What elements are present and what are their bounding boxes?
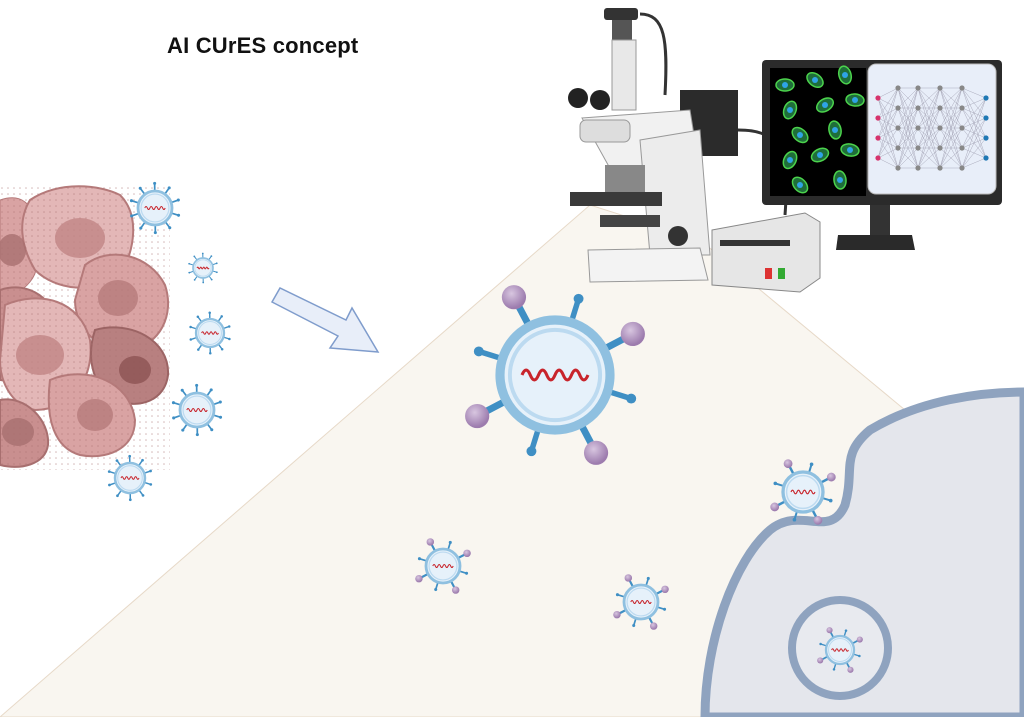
exosome [171,383,223,437]
microscope [568,8,738,283]
network-node [915,125,921,131]
cargo-protein [415,574,423,583]
cargo-protein [783,459,793,469]
fluorescent-cell [791,126,809,144]
fluorescent-cell [837,65,853,85]
network-node [875,95,881,101]
rna-strand [432,563,454,569]
host-cell [700,387,1024,717]
fluorescent-cell [806,72,824,88]
network-node [895,105,901,111]
cargo-protein [426,538,435,546]
exosome-magnified [465,285,645,465]
network-node [983,115,989,121]
fluorescent-cell [782,150,798,170]
network-node [895,165,901,171]
cargo-protein [624,574,633,582]
network-node [937,105,943,111]
exosome-internalized [817,627,863,673]
rna-strand [120,476,140,480]
exosome [107,454,153,502]
cargo-protein [661,585,669,594]
network-node [959,145,965,151]
cargo-protein [613,610,621,619]
page-title: AI CUrES concept [167,33,359,58]
cargo-protein [813,515,823,525]
network-node [895,145,901,151]
network-node [959,125,965,131]
network-node [983,155,989,161]
rna-strand [630,599,652,605]
network-node [983,135,989,141]
network-node [959,105,965,111]
network-node [875,135,881,141]
network-node [937,85,943,91]
direction-arrow [270,287,380,353]
cargo-protein [465,403,490,429]
tumor-cell-cluster [0,185,170,470]
neural-network-panel [867,63,997,195]
exosome-entering-cell [770,459,836,525]
cargo-protein [451,586,460,594]
cargo-protein [770,502,780,512]
network-node [895,125,901,131]
exosome [415,538,471,594]
exosome [129,181,181,235]
rna-strand [831,648,849,652]
fluorescent-cell [840,143,860,157]
exosome [189,311,231,355]
network-node [875,155,881,161]
cargo-protein [817,657,824,664]
fluorescent-cell [828,120,842,140]
cargo-protein [501,285,527,310]
network-node [937,145,943,151]
network-node [959,85,965,91]
rna-strand [144,205,166,211]
cargo-protein [826,627,833,634]
network-node [915,165,921,171]
cargo-protein [856,636,863,643]
network-node [875,115,881,121]
controller-box [711,212,821,293]
fluorescent-cell [782,100,798,120]
network-node [959,165,965,171]
rna-strand [790,489,816,495]
network-node [915,85,921,91]
fluorescent-cell [815,97,835,113]
computer-monitor [762,60,1002,250]
cargo-protein [463,549,471,558]
network-node [915,145,921,151]
network-node [937,125,943,131]
rna-strand [201,331,219,335]
cargo-protein [583,440,609,465]
exosome [613,574,669,630]
cargo-protein [826,472,836,482]
rna-strand [186,407,208,413]
cargo-protein [620,321,645,347]
fluorescent-cell [845,93,865,107]
fluorescent-cell [791,176,809,194]
rna-strand [196,266,210,270]
cargo-protein [847,666,854,673]
rna-strand [520,368,590,382]
network-node [915,105,921,111]
network-node [983,95,989,101]
exosome [188,252,218,284]
fluorescent-cell [810,147,830,163]
cargo-protein [649,622,658,630]
fluorescent-cell [775,78,795,92]
network-node [895,85,901,91]
fluorescent-cell [833,170,847,190]
network-node [937,165,943,171]
